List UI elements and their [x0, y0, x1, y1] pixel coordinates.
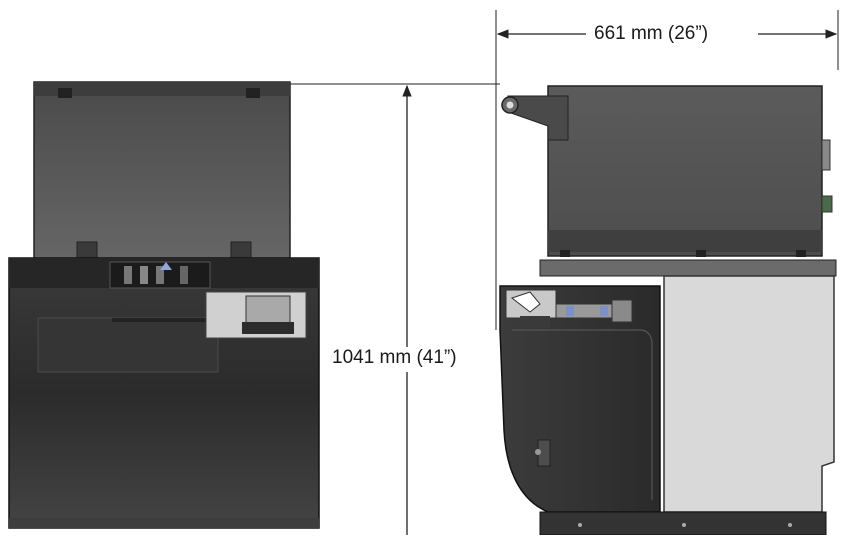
front-window [37, 317, 219, 373]
height-dimension [290, 83, 500, 535]
side-view-machine [499, 85, 837, 536]
side-plate [539, 259, 837, 277]
side-right-cabinet [663, 275, 835, 513]
width-dimension-label: 661 mm (26”) [588, 23, 715, 45]
height-dimension-label: 1041 mm (41”) [330, 347, 459, 369]
front-base [9, 518, 319, 528]
front-lid [33, 81, 291, 261]
side-valve-assembly [505, 289, 633, 328]
front-side-panel [205, 291, 307, 339]
side-top-module [501, 85, 833, 257]
width-dimension [495, 10, 839, 330]
front-view-machine [8, 81, 320, 529]
side-lower-body [499, 285, 661, 513]
front-control-panel [109, 261, 211, 289]
